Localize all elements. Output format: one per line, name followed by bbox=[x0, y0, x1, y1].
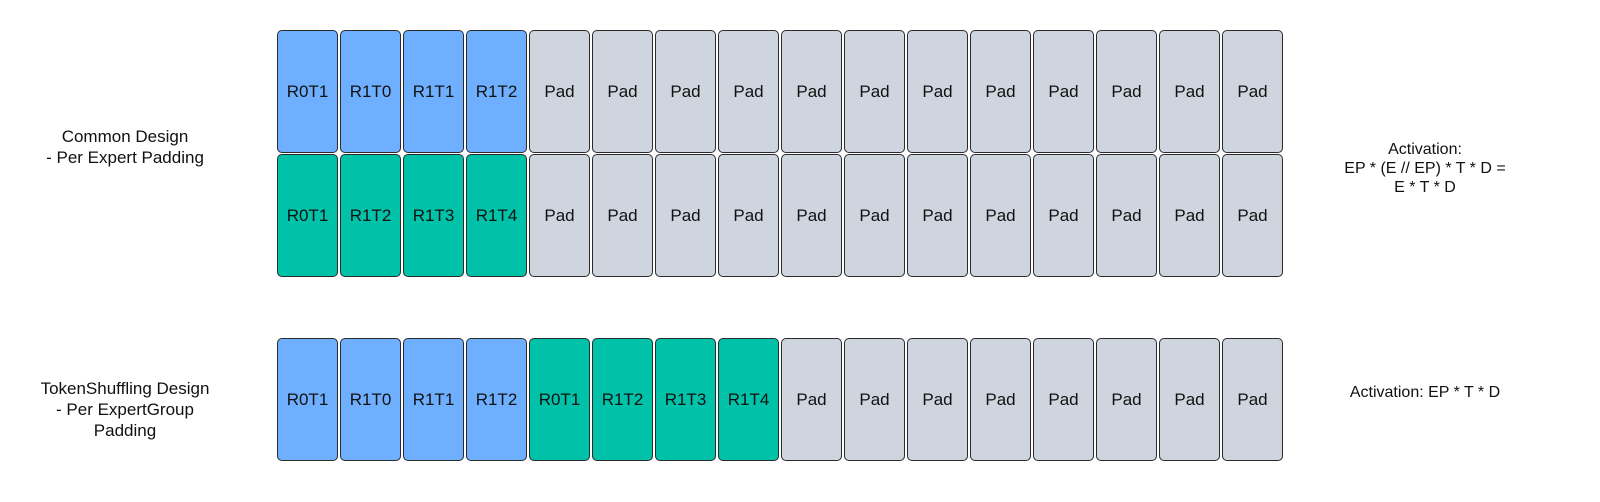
token-cell-green: R1T3 bbox=[655, 338, 716, 461]
token-cell-green: R1T2 bbox=[340, 154, 401, 277]
tokenshuffling-design-activation: Activation: EP * T * D bbox=[1349, 384, 1501, 401]
pad-cell: Pad bbox=[529, 154, 590, 277]
tokenshuffling-design-label: TokenShuffling Design - Per ExpertGroup … bbox=[40, 379, 210, 440]
token-cell-blue: R1T2 bbox=[466, 30, 527, 153]
common-design-label: Common Design - Per Expert Padding bbox=[46, 127, 204, 167]
pad-cell: Pad bbox=[907, 338, 968, 461]
pad-cell: Pad bbox=[1033, 154, 1094, 277]
pad-cell: Pad bbox=[1222, 338, 1283, 461]
pad-cell: Pad bbox=[655, 30, 716, 153]
pad-cell: Pad bbox=[718, 154, 779, 277]
pad-cell: Pad bbox=[1096, 154, 1157, 277]
pad-cell: Pad bbox=[970, 338, 1031, 461]
common-design-activation: Activation: EP * (E // EP) * T * D = E *… bbox=[1344, 141, 1506, 196]
pad-cell: Pad bbox=[1222, 154, 1283, 277]
token-cell-blue: R0T1 bbox=[277, 30, 338, 153]
pad-cell: Pad bbox=[529, 30, 590, 153]
pad-cell: Pad bbox=[718, 30, 779, 153]
token-cell-blue: R1T2 bbox=[466, 338, 527, 461]
pad-cell: Pad bbox=[970, 30, 1031, 153]
pad-cell: Pad bbox=[844, 154, 905, 277]
token-cell-blue: R1T0 bbox=[340, 338, 401, 461]
pad-cell: Pad bbox=[1033, 338, 1094, 461]
pad-cell: Pad bbox=[781, 30, 842, 153]
token-cell-green: R1T4 bbox=[466, 154, 527, 277]
pad-cell: Pad bbox=[592, 154, 653, 277]
pad-cell: Pad bbox=[655, 154, 716, 277]
pad-cell: Pad bbox=[1159, 30, 1220, 153]
token-cell-green: R1T2 bbox=[592, 338, 653, 461]
pad-cell: Pad bbox=[1096, 338, 1157, 461]
pad-cell: Pad bbox=[1096, 30, 1157, 153]
token-cell-blue: R1T0 bbox=[340, 30, 401, 153]
pad-cell: Pad bbox=[1159, 154, 1220, 277]
token-cell-green: R1T3 bbox=[403, 154, 464, 277]
pad-cell: Pad bbox=[1222, 30, 1283, 153]
pad-cell: Pad bbox=[844, 338, 905, 461]
token-cell-green: R0T1 bbox=[277, 154, 338, 277]
pad-cell: Pad bbox=[907, 154, 968, 277]
pad-cell: Pad bbox=[1159, 338, 1220, 461]
pad-cell: Pad bbox=[844, 30, 905, 153]
pad-cell: Pad bbox=[592, 30, 653, 153]
pad-cell: Pad bbox=[970, 154, 1031, 277]
token-cell-blue: R1T1 bbox=[403, 338, 464, 461]
pad-cell: Pad bbox=[781, 154, 842, 277]
token-cell-green: R0T1 bbox=[529, 338, 590, 461]
pad-cell: Pad bbox=[907, 30, 968, 153]
pad-cell: Pad bbox=[1033, 30, 1094, 153]
token-cell-blue: R0T1 bbox=[277, 338, 338, 461]
token-cell-blue: R1T1 bbox=[403, 30, 464, 153]
token-cell-green: R1T4 bbox=[718, 338, 779, 461]
pad-cell: Pad bbox=[781, 338, 842, 461]
